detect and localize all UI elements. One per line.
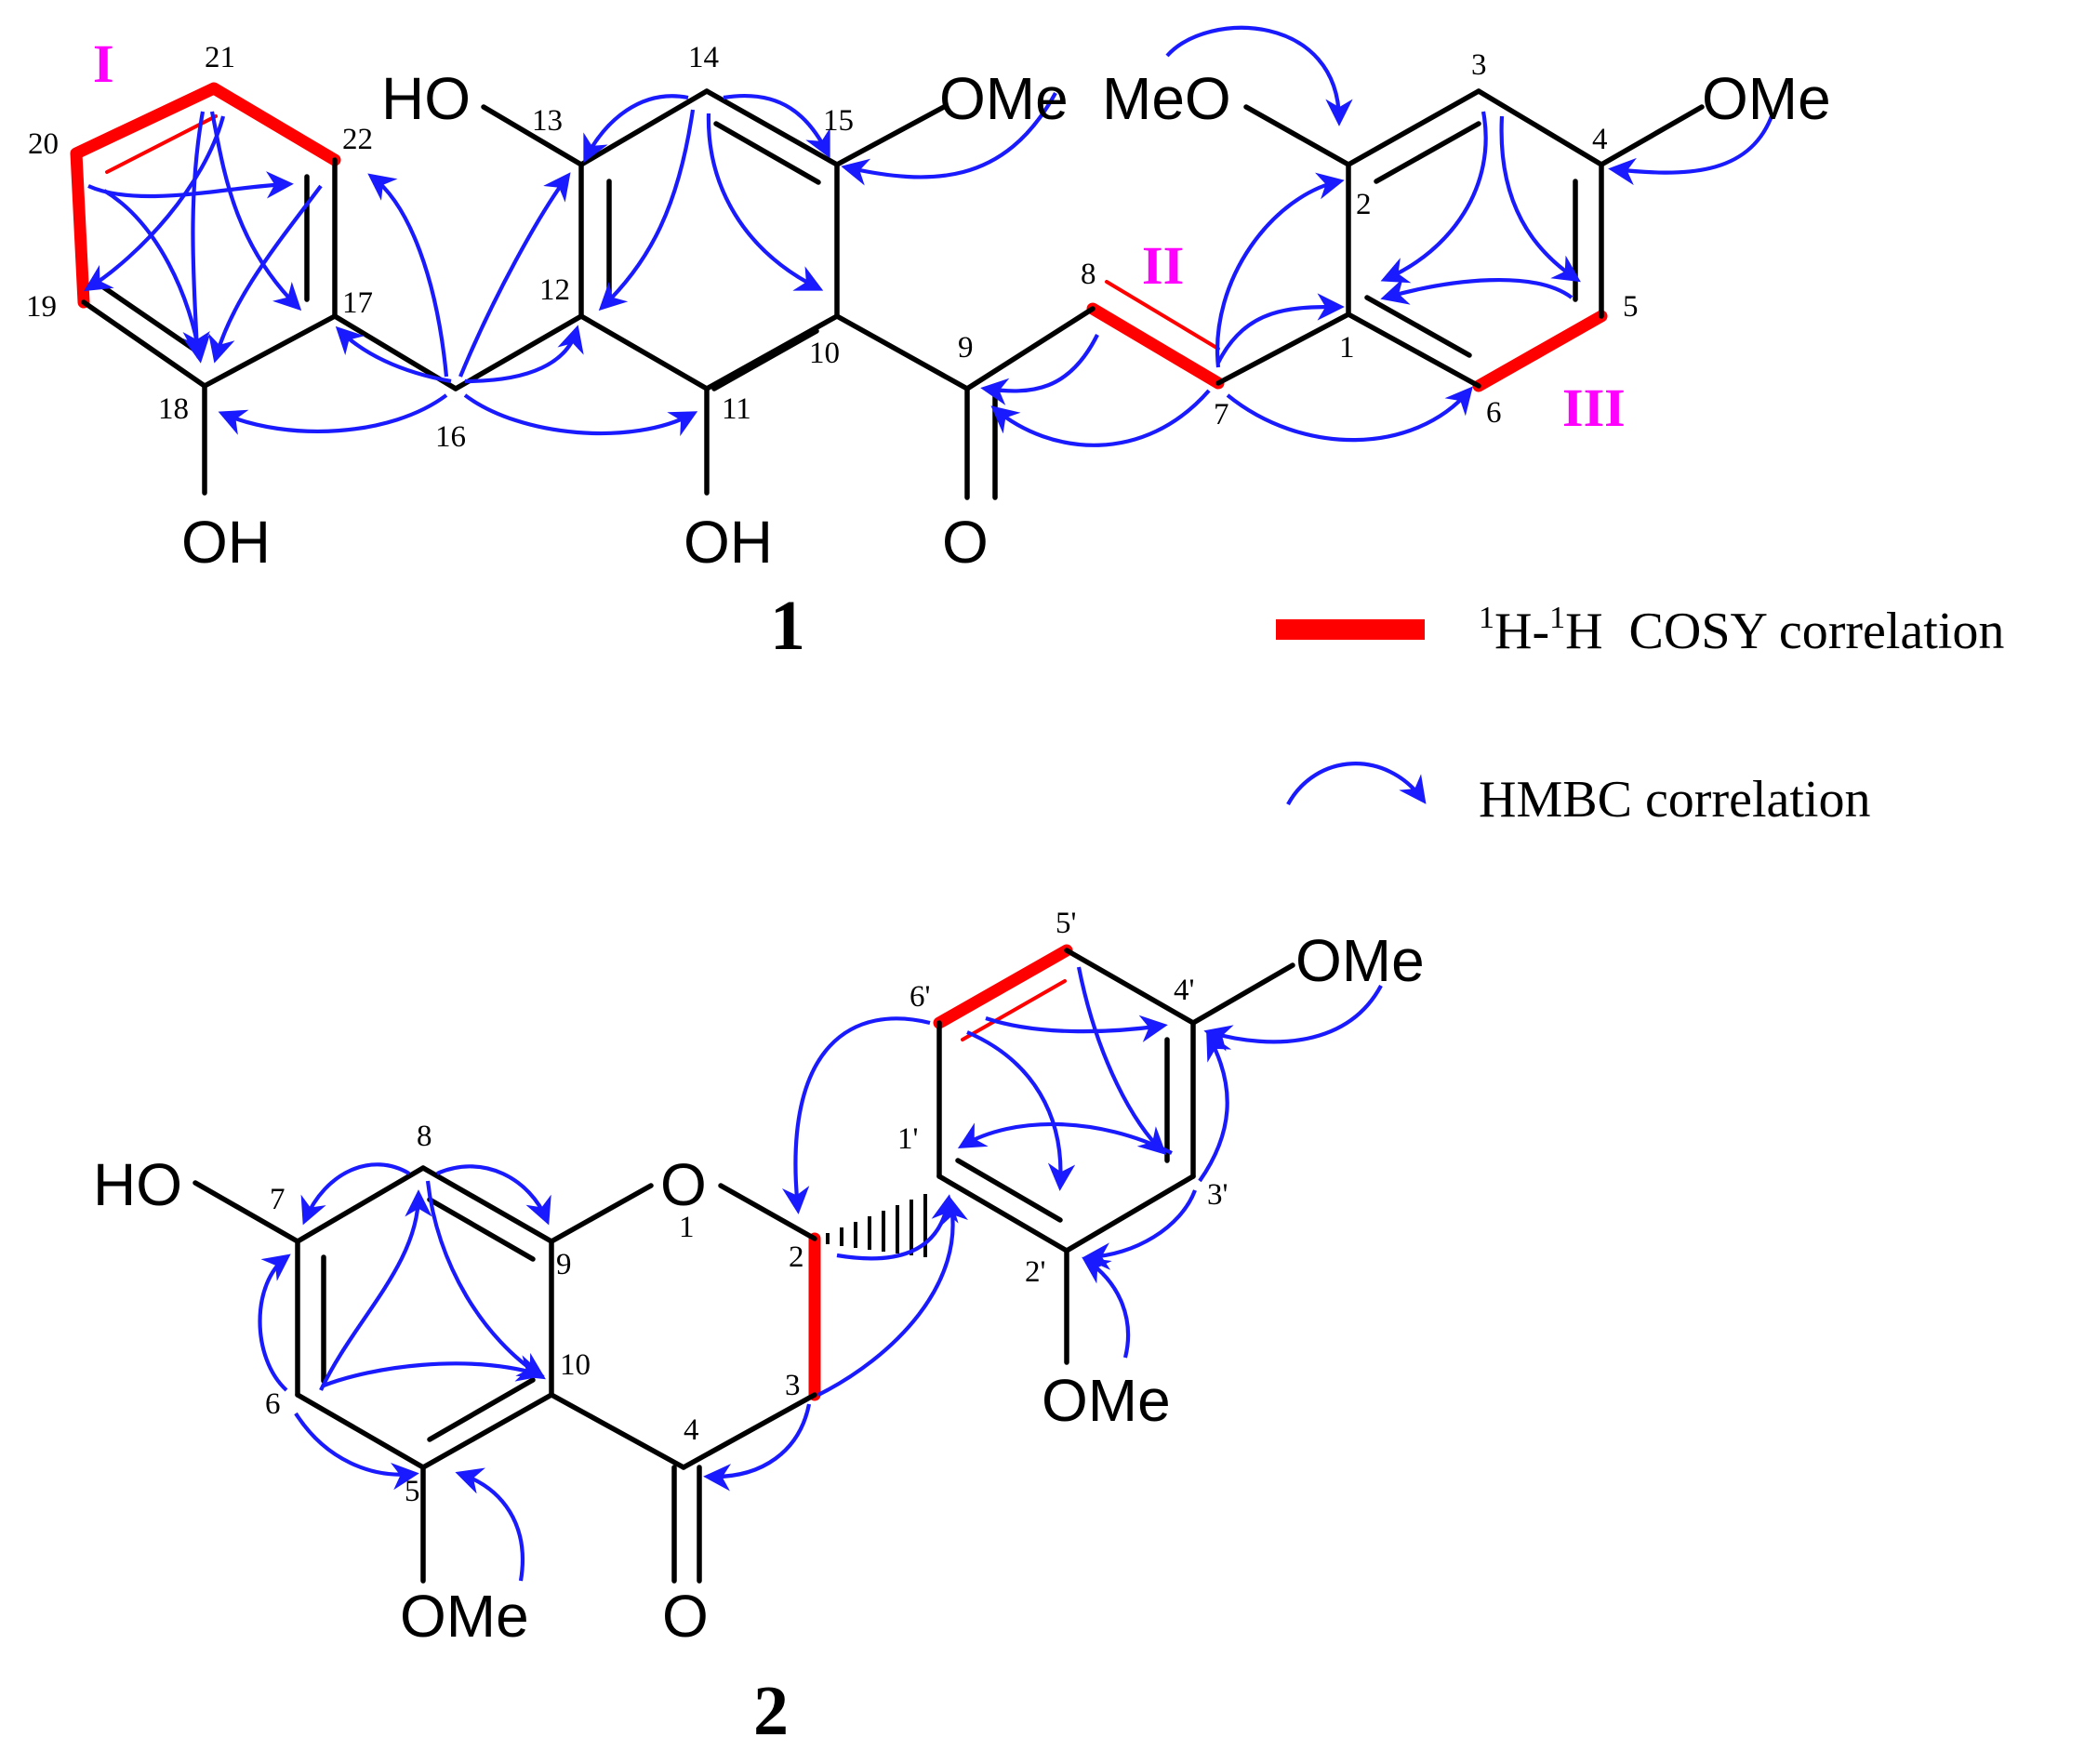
atom-2-6: 6 bbox=[265, 1387, 281, 1421]
ring-III bbox=[1243, 88, 1705, 389]
atom-2-5: 5 bbox=[405, 1475, 420, 1508]
fragment-label-I: I bbox=[93, 33, 114, 94]
legend-cosy-h2: H COSY correlation bbox=[1565, 603, 2004, 660]
group-ho-7: HO bbox=[93, 1151, 182, 1218]
group-oh-18: OH bbox=[181, 509, 271, 576]
atom-4: 4 bbox=[1592, 123, 1608, 156]
group-ome-4: OMe bbox=[1702, 65, 1831, 132]
group-ome-15: OMe bbox=[939, 65, 1069, 132]
atom-2-8: 8 bbox=[417, 1120, 432, 1153]
legend: 1H-1H COSY correlation HMBC correlation bbox=[1276, 601, 2004, 829]
atom-16: 16 bbox=[435, 420, 466, 454]
atom-2-10: 10 bbox=[560, 1348, 591, 1382]
legend-cosy-h1: H- bbox=[1494, 603, 1549, 660]
atom-3: 3 bbox=[1471, 48, 1487, 82]
fragment-label-II: II bbox=[1142, 235, 1184, 296]
cosy-inner-5p-6p bbox=[961, 979, 1067, 1041]
hash-wedge-bond bbox=[826, 1194, 927, 1257]
cosy-bond-19-20-21-22 bbox=[70, 82, 341, 309]
group-ome-5: OMe bbox=[400, 1583, 529, 1650]
atom-21: 21 bbox=[205, 41, 235, 74]
atom-5: 5 bbox=[1623, 290, 1639, 324]
atom-2-1p: 1' bbox=[897, 1122, 918, 1156]
atom-2-2p: 2' bbox=[1025, 1255, 1045, 1289]
atom-2-9: 9 bbox=[556, 1248, 572, 1281]
atom-14: 14 bbox=[688, 41, 719, 74]
ring-I bbox=[81, 157, 338, 496]
atom-2-5p: 5' bbox=[1056, 907, 1076, 940]
atom-2: 2 bbox=[1356, 188, 1372, 221]
compound-number-1: 1 bbox=[770, 587, 805, 665]
atom-2-1: 1 bbox=[679, 1211, 695, 1244]
atom-13: 13 bbox=[532, 104, 563, 138]
atom-17: 17 bbox=[342, 286, 373, 320]
atom-2-4: 4 bbox=[684, 1413, 699, 1447]
cosy-bond-5p-6p bbox=[933, 944, 1073, 1029]
atom-15: 15 bbox=[823, 104, 854, 138]
cosy-bond-7-8 bbox=[1086, 302, 1225, 390]
atom-12: 12 bbox=[539, 273, 570, 307]
atom-2-3p: 3' bbox=[1207, 1178, 1228, 1212]
group-o-9: O bbox=[942, 509, 989, 576]
atom-18: 18 bbox=[158, 392, 189, 426]
cosy-inner-20-21 bbox=[105, 114, 218, 174]
compound-2-labels: HO O OMe O OMe OMe 1 2 3 4 5 6 7 8 9 10 … bbox=[93, 907, 1425, 1750]
atom-9: 9 bbox=[958, 331, 974, 365]
legend-cosy-sup2: 1 bbox=[1549, 601, 1565, 635]
atom-2-3: 3 bbox=[785, 1369, 801, 1402]
group-o-1: O bbox=[660, 1151, 707, 1218]
cosy-bond-5-6 bbox=[1472, 310, 1608, 392]
legend-cosy-label: 1H-1H COSY correlation bbox=[1479, 601, 2004, 660]
atom-1: 1 bbox=[1339, 331, 1355, 365]
compound-1-structure bbox=[70, 82, 1705, 500]
group-meo-2: MeO bbox=[1102, 65, 1231, 132]
group-ho-13: HO bbox=[381, 65, 471, 132]
fragment-label-III: III bbox=[1562, 378, 1626, 438]
atom-2-2: 2 bbox=[789, 1240, 804, 1274]
group-ome-2p: OMe bbox=[1042, 1367, 1171, 1434]
atom-22: 22 bbox=[342, 123, 373, 156]
group-o-4: O bbox=[662, 1583, 709, 1650]
atom-10: 10 bbox=[809, 337, 840, 370]
legend-cosy-sup1: 1 bbox=[1479, 601, 1494, 635]
compound-number-2: 2 bbox=[753, 1672, 789, 1750]
compound-2-hmbc-arrows bbox=[258, 966, 1383, 1582]
atom-7: 7 bbox=[1214, 398, 1229, 431]
atom-2-4p: 4' bbox=[1174, 974, 1194, 1007]
legend-hmbc-arrow bbox=[1286, 762, 1427, 806]
legend-hmbc-label: HMBC correlation bbox=[1479, 771, 1870, 829]
atom-6: 6 bbox=[1486, 396, 1502, 430]
cosy-inner-7-8 bbox=[1105, 280, 1220, 351]
group-oh-11: OH bbox=[684, 509, 773, 576]
compound-1-hmbc-arrows bbox=[84, 25, 1773, 447]
atom-11: 11 bbox=[722, 392, 751, 426]
atom-20: 20 bbox=[28, 127, 59, 161]
atom-19: 19 bbox=[26, 290, 57, 324]
compound-1-labels: HO OMe MeO OMe OH OH O I II III 1 2 3 4 … bbox=[26, 33, 1831, 665]
group-ome-4p: OMe bbox=[1295, 927, 1425, 994]
atom-2-7: 7 bbox=[270, 1183, 285, 1216]
atom-8: 8 bbox=[1081, 258, 1096, 291]
compound-2-structure bbox=[193, 944, 1295, 1584]
atom-2-6p: 6' bbox=[910, 980, 930, 1014]
